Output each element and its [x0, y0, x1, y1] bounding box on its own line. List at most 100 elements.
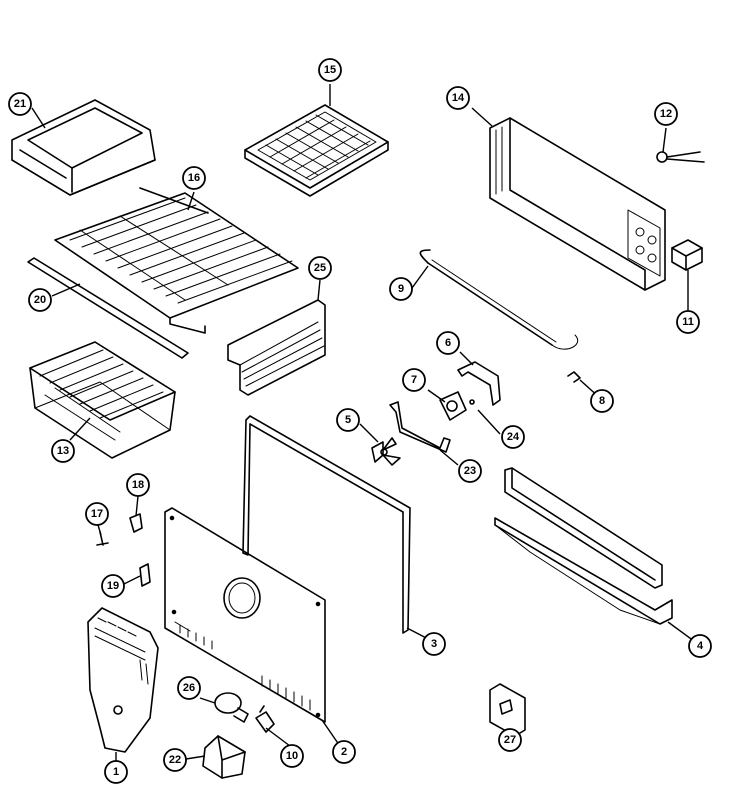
callout-2: 2 [332, 740, 356, 764]
leader-24 [477, 409, 501, 435]
callout-19-label: 19 [107, 580, 119, 592]
callout-26: 26 [177, 676, 201, 700]
callout-13-label: 13 [57, 445, 69, 457]
callout-10: 10 [280, 744, 304, 768]
callout-18: 18 [126, 473, 150, 497]
callout-23-label: 23 [464, 465, 476, 477]
callout-20-label: 20 [34, 294, 46, 306]
leader-20 [51, 283, 81, 297]
callout-3: 3 [422, 632, 446, 656]
callout-1: 1 [104, 760, 128, 784]
leader-12 [662, 127, 667, 153]
callout-25: 25 [308, 256, 332, 280]
callout-20: 20 [28, 288, 52, 312]
callout-11-label: 11 [682, 316, 694, 328]
leader-5 [359, 423, 379, 443]
callout-26-label: 26 [183, 682, 195, 694]
callout-16-label: 16 [188, 172, 200, 184]
callout-24-label: 24 [507, 431, 520, 443]
part-light-cover [202, 735, 246, 779]
leader-26 [199, 697, 216, 704]
part-ice-cube-tray [244, 104, 389, 197]
part-fan-blade [371, 437, 401, 466]
callout-21-label: 21 [14, 98, 26, 110]
leader-19 [123, 575, 141, 585]
callout-15: 15 [318, 58, 342, 82]
callout-12-label: 12 [660, 108, 672, 120]
part-rear-panel [164, 507, 326, 723]
callout-9: 9 [389, 277, 413, 301]
part-sensor [656, 151, 705, 163]
part-ice-bin [11, 99, 156, 196]
part-small-clip [139, 563, 151, 587]
callout-23: 23 [458, 459, 482, 483]
callout-6-label: 6 [445, 337, 451, 349]
callout-11: 11 [676, 310, 700, 334]
callout-10-label: 10 [286, 750, 298, 762]
callout-7: 7 [402, 368, 426, 392]
leader-17 [97, 524, 102, 536]
leader-10 [265, 727, 291, 747]
part-wire-basket [29, 341, 176, 459]
callout-24: 24 [501, 425, 525, 449]
part-bracket [457, 361, 501, 406]
leader-22 [185, 755, 206, 760]
part-bulb-socket [255, 705, 275, 733]
callout-12: 12 [654, 102, 678, 126]
callout-4: 4 [688, 634, 712, 658]
part-screw [96, 531, 109, 546]
callout-2-label: 2 [341, 746, 347, 758]
callout-8-label: 8 [599, 395, 605, 407]
leader-18 [135, 495, 139, 517]
part-control-housing [87, 607, 159, 753]
part-light-bulb [214, 692, 249, 723]
leader-14 [471, 107, 493, 127]
callout-25-label: 25 [314, 262, 326, 274]
callout-19: 19 [101, 574, 125, 598]
leader-9 [411, 265, 429, 289]
callout-9-label: 9 [398, 283, 404, 295]
callout-13: 13 [51, 439, 75, 463]
callout-17-label: 17 [91, 508, 103, 520]
callout-5-label: 5 [345, 414, 351, 426]
callout-16: 16 [182, 166, 206, 190]
part-trim-strip [27, 257, 189, 359]
leader-13 [69, 417, 91, 441]
leader-16 [187, 191, 195, 211]
callout-3-label: 3 [431, 638, 437, 650]
callout-22-label: 22 [169, 754, 181, 766]
part-heater-rod [419, 249, 578, 350]
leader-7 [427, 389, 446, 403]
leader-21 [31, 107, 46, 129]
part-gasket [242, 415, 411, 634]
leader-23 [439, 449, 459, 466]
callout-27: 27 [498, 728, 522, 752]
callout-14-label: 14 [452, 92, 465, 104]
callout-17: 17 [85, 502, 109, 526]
callout-15-label: 15 [324, 64, 336, 76]
part-cover-panel [227, 299, 326, 396]
callout-7-label: 7 [411, 374, 417, 386]
callout-14: 14 [446, 86, 470, 110]
part-clip [567, 371, 581, 383]
part-motor-bracket [389, 401, 451, 453]
callout-22: 22 [163, 748, 187, 772]
callout-8: 8 [590, 389, 614, 413]
part-wire-shelf [54, 187, 299, 334]
part-terminal-block [671, 239, 703, 271]
part-control-dial [489, 683, 526, 737]
callout-6: 6 [436, 331, 460, 355]
callout-21: 21 [8, 92, 32, 116]
part-channel [494, 467, 673, 625]
callout-1-label: 1 [113, 766, 119, 778]
callout-18-label: 18 [132, 479, 144, 491]
callout-4-label: 4 [697, 640, 704, 652]
leader-lines [31, 84, 699, 772]
leader-25 [317, 279, 321, 301]
callout-5: 5 [336, 408, 360, 432]
part-knob [129, 513, 143, 533]
part-fan-motor [439, 391, 475, 421]
leader-6 [459, 351, 474, 366]
